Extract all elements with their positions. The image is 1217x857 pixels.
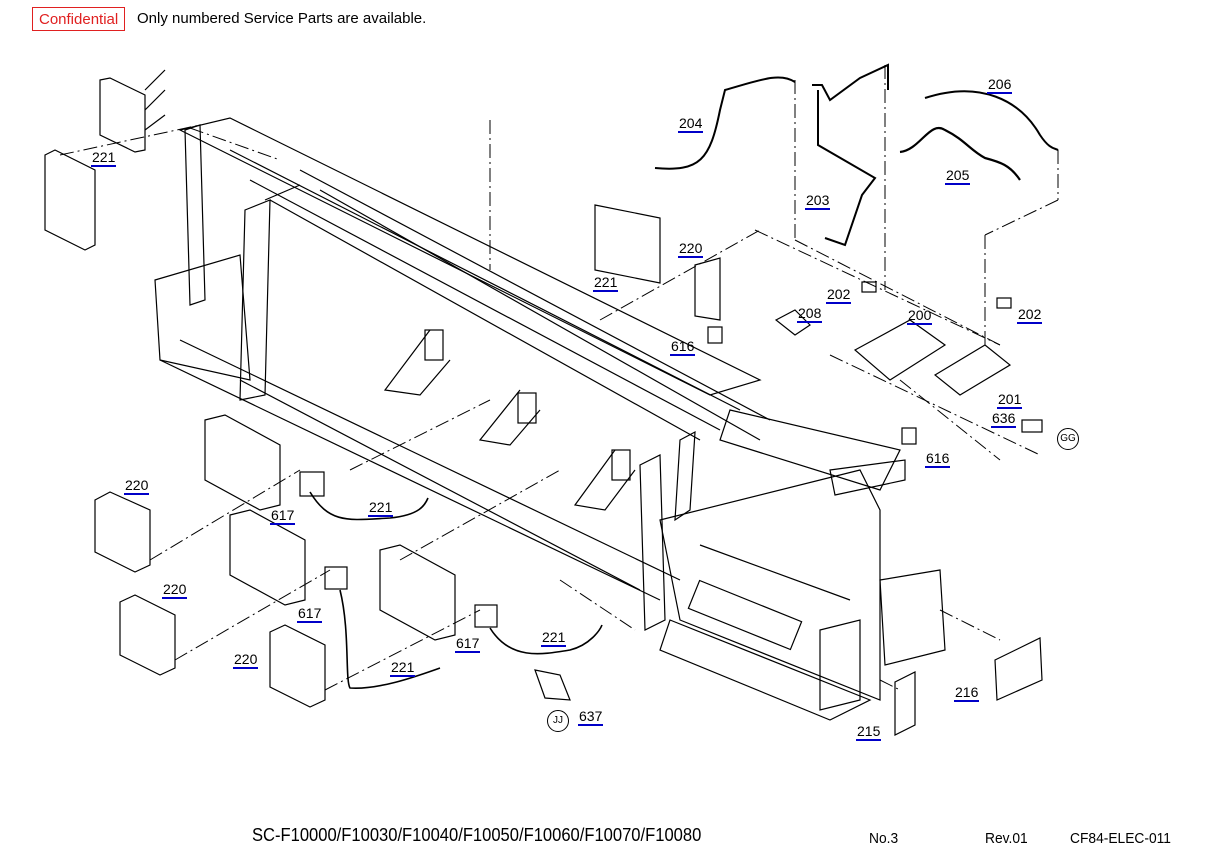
part-202b [996, 297, 1012, 309]
footer-models: SC-F10000/F10030/F10040/F10050/F10060/F1… [252, 825, 702, 845]
part-label-217[interactable]: 220 [678, 240, 704, 258]
part-label-221-bottom[interactable]: 221 [390, 659, 416, 677]
cable-221b [339, 589, 441, 689]
part-label-202-left[interactable]: 202 [826, 286, 852, 304]
board-220a [94, 491, 151, 573]
cable-221c [489, 624, 603, 655]
cable-204 [654, 76, 796, 170]
part-label-616-top[interactable]: 616 [670, 338, 696, 356]
fan-617c [474, 604, 498, 628]
fan-617a [299, 471, 325, 497]
part-label-220-top[interactable]: 220 [124, 477, 150, 495]
board-216 [994, 637, 1043, 701]
part-label-201[interactable]: 201 [997, 391, 1023, 409]
part-label-617-right[interactable]: 617 [455, 635, 481, 653]
part-label-200[interactable]: 200 [907, 307, 933, 325]
psu-box-1 [204, 414, 281, 511]
fan-617b [324, 566, 348, 590]
part-label-203[interactable]: 203 [805, 192, 831, 210]
part-label-636[interactable]: 636 [991, 410, 1017, 428]
connector-gg: GG [1057, 428, 1079, 450]
footer-revision: Rev.01 [985, 830, 1028, 847]
board-220c [269, 624, 326, 708]
board-220b [119, 594, 176, 676]
footer-page-number: No.3 [869, 830, 899, 847]
cable-205 [899, 126, 1021, 181]
part-label-617-left[interactable]: 617 [270, 507, 296, 525]
footer-doc-code: CF84-ELEC-011 [1070, 830, 1171, 847]
part-label-617-middle[interactable]: 617 [297, 605, 323, 623]
bracket-203 [812, 63, 889, 102]
cable-206 [924, 90, 1059, 151]
part-label-221-left[interactable]: 221 [368, 499, 394, 517]
part-label-204[interactable]: 204 [678, 115, 704, 133]
board-200 [853, 319, 947, 381]
part-label-216[interactable]: 216 [954, 684, 980, 702]
part-label-206[interactable]: 206 [987, 76, 1013, 94]
part-label-219[interactable]: 221 [91, 149, 117, 167]
part-219-drawing [44, 69, 166, 251]
connector-jj: JJ [547, 710, 569, 732]
part-label-637[interactable]: 637 [578, 708, 604, 726]
part-label-205[interactable]: 205 [945, 167, 971, 185]
part-label-220-bottom[interactable]: 220 [233, 651, 259, 669]
part-label-215[interactable]: 215 [856, 723, 882, 741]
main-frame [154, 117, 946, 721]
fan-616b [901, 427, 917, 445]
part-label-616-bottom[interactable]: 616 [925, 450, 951, 468]
service-parts-note: Only numbered Service Parts are availabl… [137, 10, 427, 27]
part-label-208[interactable]: 208 [797, 305, 823, 323]
part-637 [534, 669, 571, 701]
part-label-218[interactable]: 221 [593, 274, 619, 292]
part-label-220-middle[interactable]: 220 [162, 581, 188, 599]
board-218 [594, 204, 661, 284]
confidential-badge: Confidential [32, 7, 126, 31]
part-label-221-right[interactable]: 221 [541, 629, 567, 647]
board-217 [694, 257, 721, 321]
part-208 [774, 309, 811, 336]
board-201 [933, 344, 1012, 396]
part-label-202-right[interactable]: 202 [1017, 306, 1043, 324]
psu-box-3 [379, 544, 456, 641]
board-215 [894, 671, 916, 736]
psu-box-2 [229, 509, 306, 606]
part-636 [1021, 419, 1043, 433]
cable-221a [309, 491, 429, 521]
fan-616a [707, 326, 723, 344]
